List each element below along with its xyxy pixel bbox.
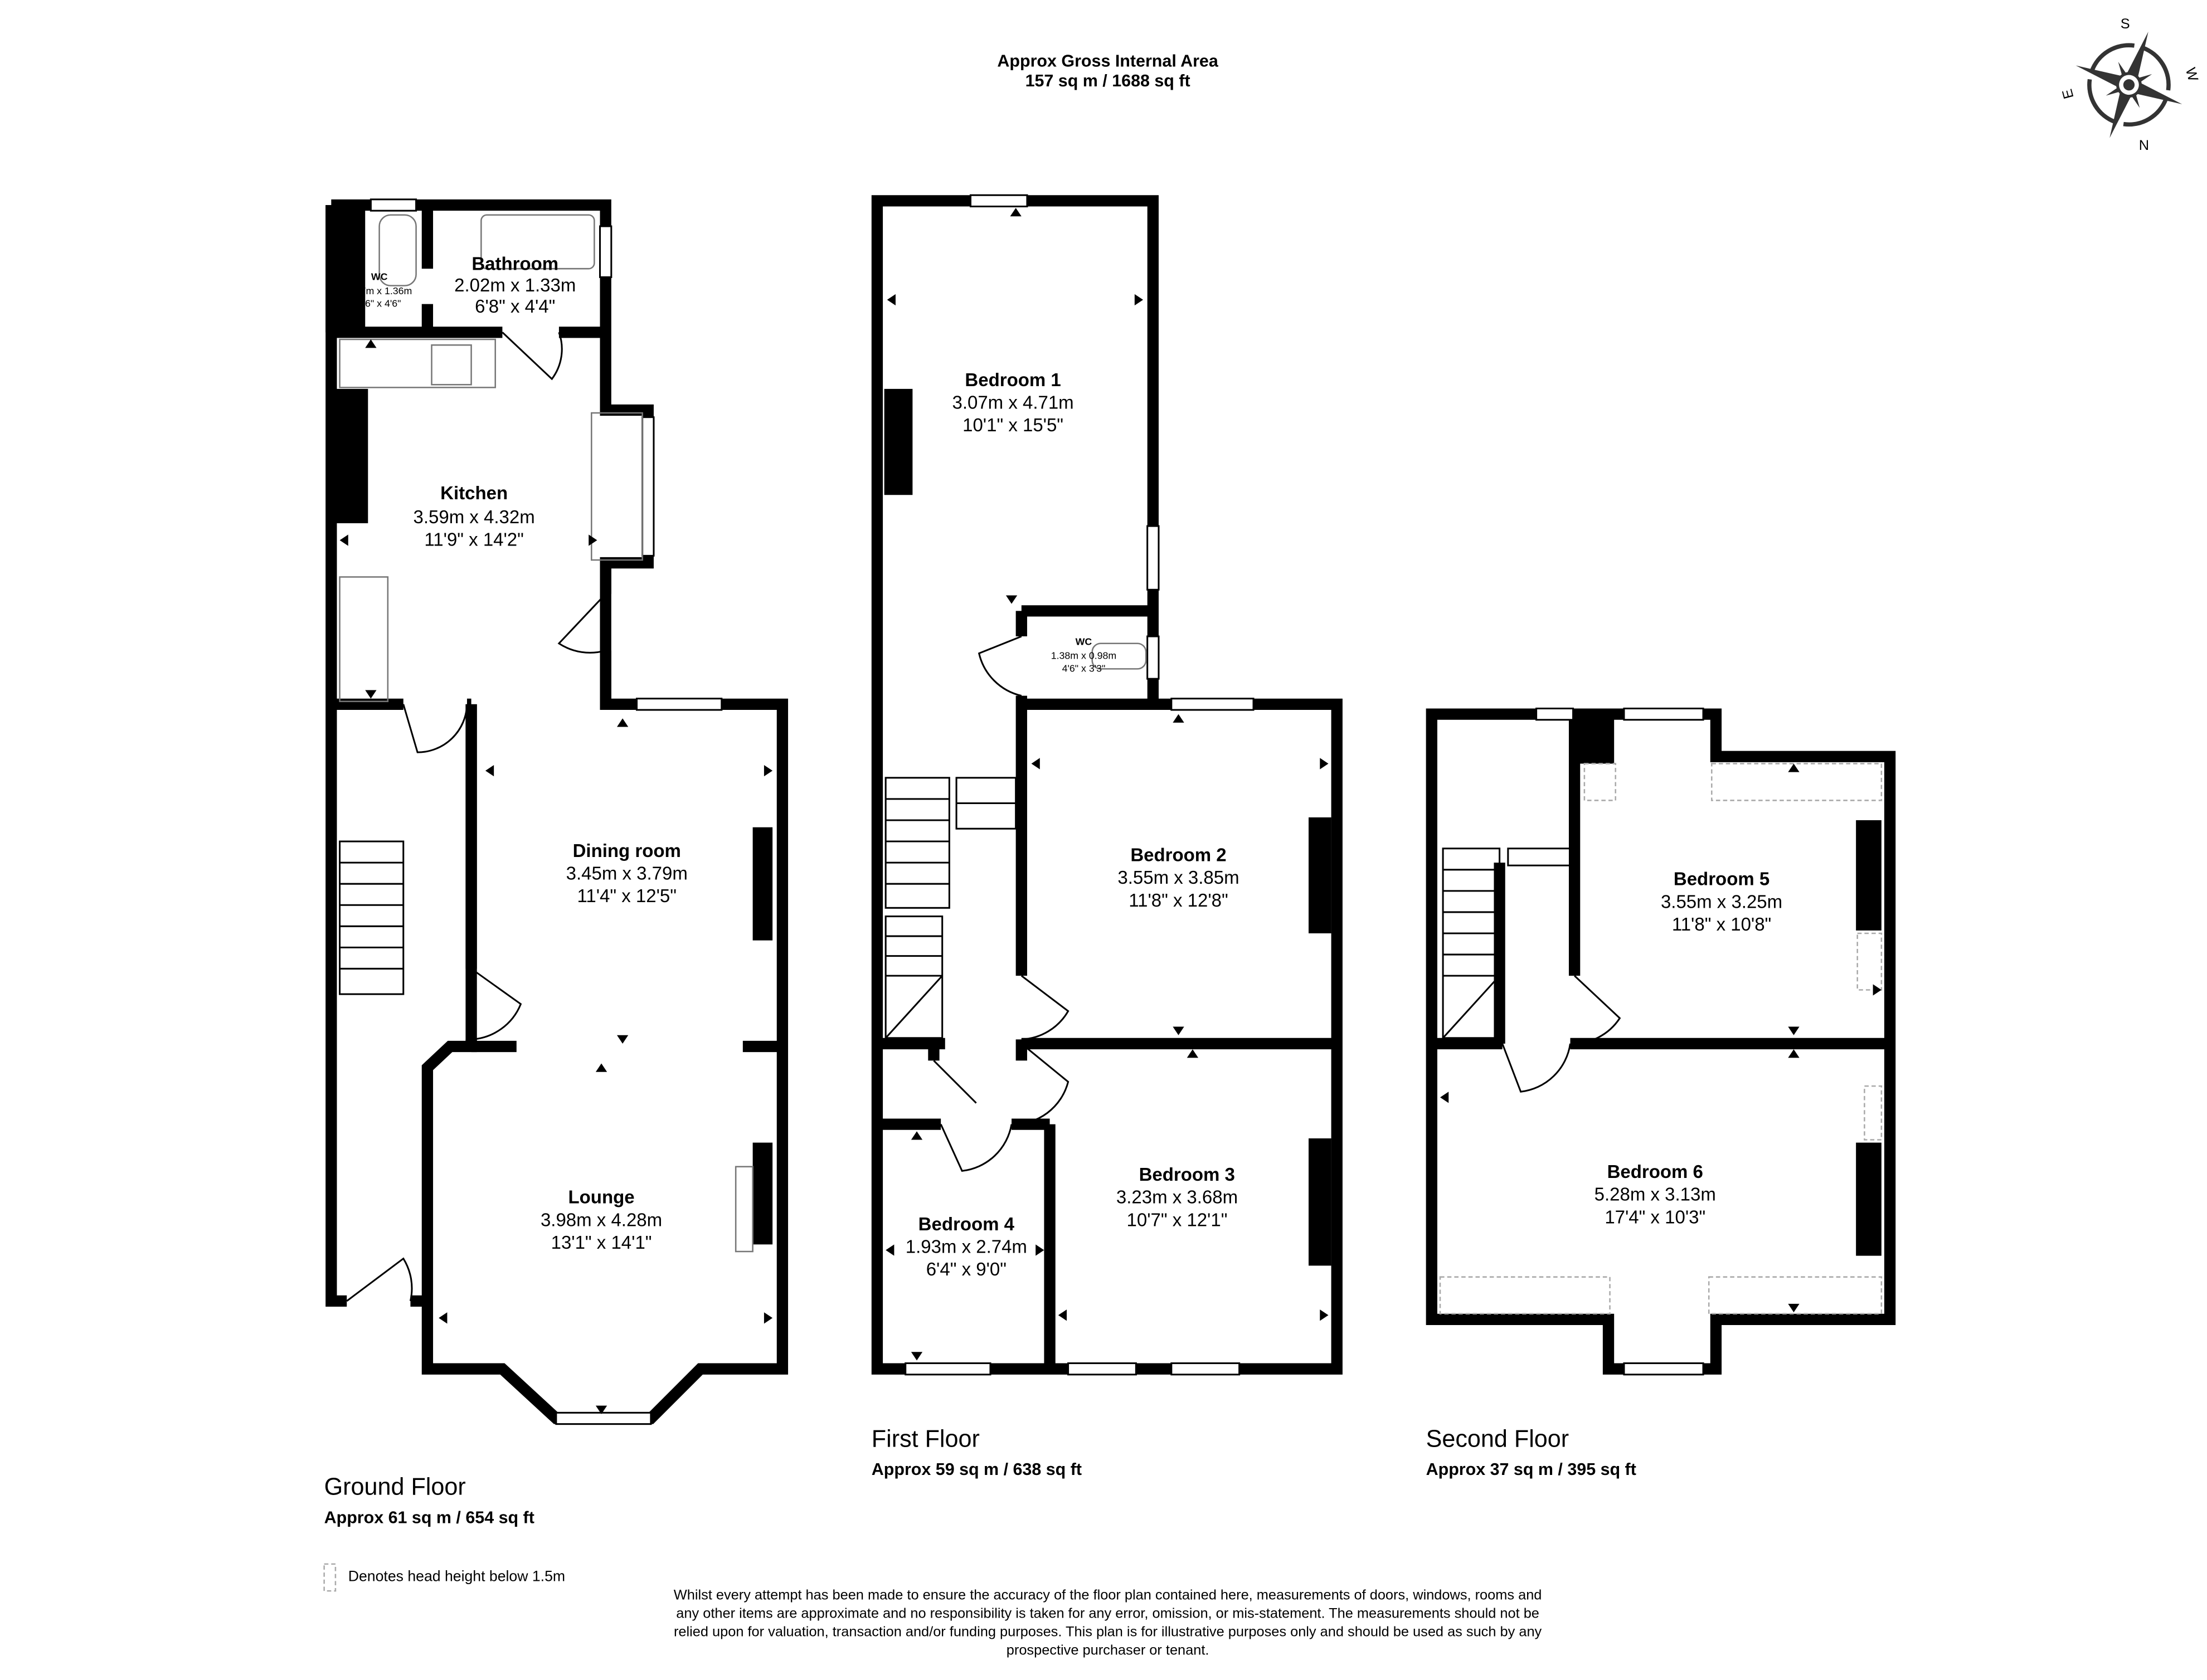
kitchen-imperial: 11'9" x 14'2" bbox=[424, 529, 523, 550]
kitchen-metric: 3.59m x 4.32m bbox=[414, 507, 535, 527]
gross-area-title: Approx Gross Internal Area bbox=[997, 51, 1218, 70]
compass-n: N bbox=[2139, 138, 2149, 153]
head-height-legend: Denotes head height below 1.5m bbox=[348, 1567, 565, 1584]
bedroom-1-metric: 3.07m x 4.71m bbox=[952, 392, 1073, 412]
compass-s: S bbox=[2121, 16, 2130, 32]
dining-room-imperial: 11'4" x 12'5" bbox=[577, 885, 677, 906]
second-floor-plan: Bedroom 5 3.55m x 3.25m 11'8" x 10'8" Be… bbox=[1426, 707, 1896, 1479]
kitchen-name: Kitchen bbox=[440, 483, 508, 503]
disclaimer-line: any other items are approximate and no r… bbox=[676, 1605, 1539, 1621]
bedroom-5-name: Bedroom 5 bbox=[1674, 869, 1770, 889]
bedroom-4-name: Bedroom 4 bbox=[918, 1214, 1015, 1234]
disclaimer: Whilst every attempt has been made to en… bbox=[674, 1587, 1542, 1658]
bathroom-name: Bathroom bbox=[471, 254, 558, 274]
bedroom-4-imperial: 6'4" x 9'0" bbox=[926, 1259, 1007, 1279]
ff-wc-name: WC bbox=[1076, 636, 1092, 647]
compass-w: W bbox=[2182, 66, 2201, 82]
gf-wc-imperial: 2'6" x 4'6" bbox=[358, 298, 401, 309]
ground-floor-title: Ground Floor bbox=[324, 1474, 466, 1501]
ground-floor-plan: WC 0.77m x 1.36m 2'6" x 4'6" Bathroom 2.… bbox=[324, 198, 789, 1527]
bedroom-2-metric: 3.55m x 3.85m bbox=[1117, 867, 1239, 888]
bedroom-1-name: Bedroom 1 bbox=[965, 369, 1061, 390]
dining-room-name: Dining room bbox=[573, 840, 681, 861]
bedroom-6-imperial: 17'4" x 10'3" bbox=[1605, 1206, 1705, 1227]
gross-area-value: 157 sq m / 1688 sq ft bbox=[1025, 71, 1190, 90]
first-floor-area: Approx 59 sq m / 638 sq ft bbox=[872, 1460, 1082, 1479]
ground-floor-area: Approx 61 sq m / 654 sq ft bbox=[324, 1508, 534, 1527]
gf-wc-name: WC bbox=[371, 271, 388, 283]
bedroom-5-imperial: 11'8" x 10'8" bbox=[1672, 914, 1771, 934]
dining-room-metric: 3.45m x 3.79m bbox=[566, 863, 688, 884]
bathroom-imperial: 6'8" x 4'4" bbox=[475, 296, 555, 316]
head-height-legend-swatch bbox=[323, 1563, 337, 1592]
ff-wc-imperial: 4'6" x 3'3" bbox=[1062, 663, 1106, 674]
bedroom-2-imperial: 11'8" x 12'8" bbox=[1129, 890, 1228, 910]
lounge-metric: 3.98m x 4.28m bbox=[541, 1209, 662, 1230]
ff-wc-metric: 1.38m x 0.98m bbox=[1051, 650, 1116, 661]
bedroom-5-metric: 3.55m x 3.25m bbox=[1661, 891, 1782, 912]
bedroom-6-metric: 5.28m x 3.13m bbox=[1595, 1184, 1716, 1205]
second-floor-title: Second Floor bbox=[1426, 1425, 1569, 1452]
bedroom-3-name: Bedroom 3 bbox=[1139, 1164, 1235, 1185]
lounge-imperial: 13'1" x 14'1" bbox=[551, 1232, 652, 1253]
compass-e: E bbox=[2059, 87, 2077, 101]
disclaimer-line: relied upon for valuation, transaction a… bbox=[674, 1624, 1542, 1639]
bedroom-1-imperial: 10'1" x 15'5" bbox=[962, 415, 1063, 435]
bedroom-3-imperial: 10'7" x 12'1" bbox=[1127, 1209, 1228, 1230]
disclaimer-line: prospective purchaser or tenant. bbox=[1007, 1642, 1209, 1658]
bedroom-2-name: Bedroom 2 bbox=[1130, 845, 1226, 865]
lounge-name: Lounge bbox=[568, 1187, 635, 1207]
first-floor-title: First Floor bbox=[872, 1425, 980, 1452]
disclaimer-line: Whilst every attempt has been made to en… bbox=[674, 1587, 1542, 1603]
gf-wc-metric: 0.77m x 1.36m bbox=[347, 285, 412, 296]
second-floor-area: Approx 37 sq m / 395 sq ft bbox=[1426, 1460, 1636, 1479]
first-floor-plan: Bedroom 1 3.07m x 4.71m 10'1" x 15'5" WC… bbox=[872, 194, 1343, 1479]
bedroom-3-metric: 3.23m x 3.68m bbox=[1116, 1187, 1238, 1207]
bathroom-metric: 2.02m x 1.33m bbox=[454, 275, 576, 295]
bedroom-4-metric: 1.93m x 2.74m bbox=[906, 1236, 1027, 1257]
bedroom-6-name: Bedroom 6 bbox=[1607, 1161, 1703, 1182]
compass-rose-icon: S W E N bbox=[2059, 16, 2201, 153]
